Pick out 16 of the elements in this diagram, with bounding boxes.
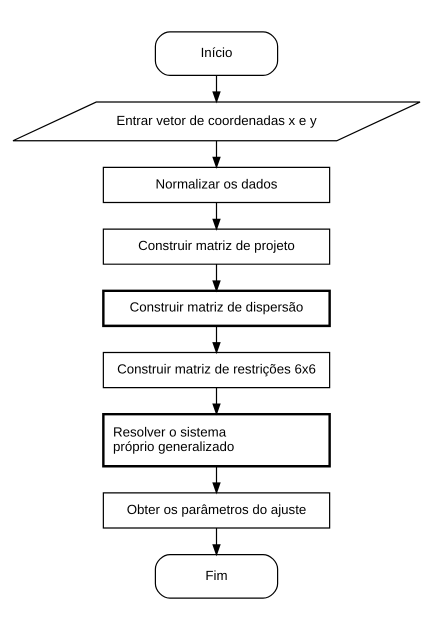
arrow (212, 528, 221, 556)
node-box: Normalizar os dados (102, 166, 330, 204)
arrow (212, 76, 221, 104)
node-box: Obter os parâmetros do ajuste (102, 492, 330, 529)
arrow (212, 326, 221, 354)
arrow (212, 466, 221, 494)
arrow (212, 202, 221, 231)
node-box: Construir matriz de dispersão (102, 290, 331, 328)
node-box: Construir matriz de restrições 6x6 (102, 352, 330, 388)
arrow (212, 140, 221, 169)
arrow (212, 264, 221, 293)
arrow (212, 388, 221, 416)
node-box: Resolver o sistema próprio generalizado (102, 413, 331, 468)
node-box: Fim (154, 554, 278, 599)
node-box: Início (154, 31, 278, 76)
node-box: Construir matriz de projeto (102, 228, 330, 265)
